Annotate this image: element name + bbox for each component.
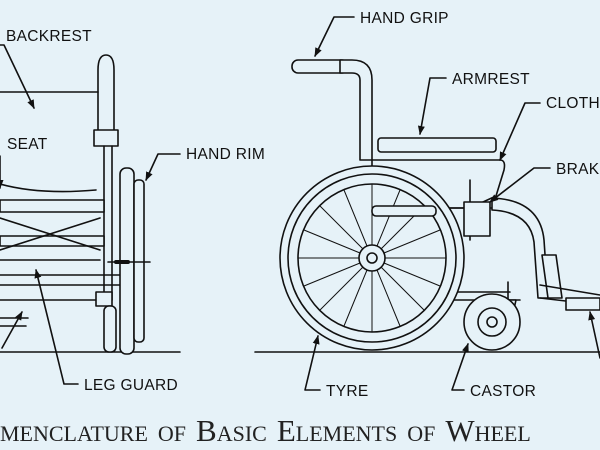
brake	[463, 201, 491, 237]
part-labels: BACKREST SEAT HAND RIM LEG GUARD HAND GR…	[6, 10, 600, 400]
label-backrest: BACKREST	[6, 28, 92, 45]
caption-initial-w: W	[445, 413, 475, 448]
caption-word-3: ASIC	[217, 421, 267, 446]
leader-leg-guard	[34, 269, 79, 385]
hand-rim	[287, 173, 457, 343]
seat-rail	[0, 199, 105, 213]
rear-view-drawing	[0, 54, 181, 355]
caption-initial-e: E	[277, 413, 296, 448]
caption-word-6: HEEL	[475, 421, 531, 446]
leader-brake	[489, 167, 551, 203]
leader-castor	[451, 343, 469, 391]
label-leg-guard: LEG GUARD	[84, 377, 178, 394]
leader-tyre	[304, 335, 321, 391]
label-hand-grip: HAND GRIP	[360, 10, 449, 27]
label-seat: SEAT	[7, 136, 48, 153]
diagram-caption: MENCLATURE OF BASIC ELEMENTS OF WHEEL	[0, 413, 531, 448]
caption-word-5: OF	[407, 421, 435, 446]
caption-word-2: OF	[158, 421, 186, 446]
caption-word-4: LEMENTS	[296, 421, 397, 446]
caption-word-1: MENCLATURE	[0, 421, 148, 446]
side-view-drawing	[254, 59, 600, 353]
leader-cloth	[499, 102, 541, 161]
label-brake: BRAKE	[556, 161, 600, 178]
wheel-spokes	[297, 183, 447, 333]
label-armrest: ARMREST	[452, 71, 530, 88]
caption-initial-b: B	[196, 413, 217, 448]
label-castor: CASTOR	[470, 383, 536, 400]
push-handle	[97, 54, 115, 130]
label-cloth: CLOTH	[546, 95, 600, 112]
armrest	[377, 137, 497, 153]
label-hand-rim: HAND RIM	[186, 146, 265, 163]
leader-hand-grip	[314, 16, 355, 57]
handle-clamp	[93, 129, 119, 147]
label-tyre: TYRE	[326, 383, 369, 400]
hand-rim-edge	[133, 179, 145, 343]
leader-backrest	[0, 44, 35, 109]
leader-hand-rim	[145, 153, 181, 181]
leader-lines	[0, 16, 600, 391]
leader-armrest	[417, 77, 447, 135]
